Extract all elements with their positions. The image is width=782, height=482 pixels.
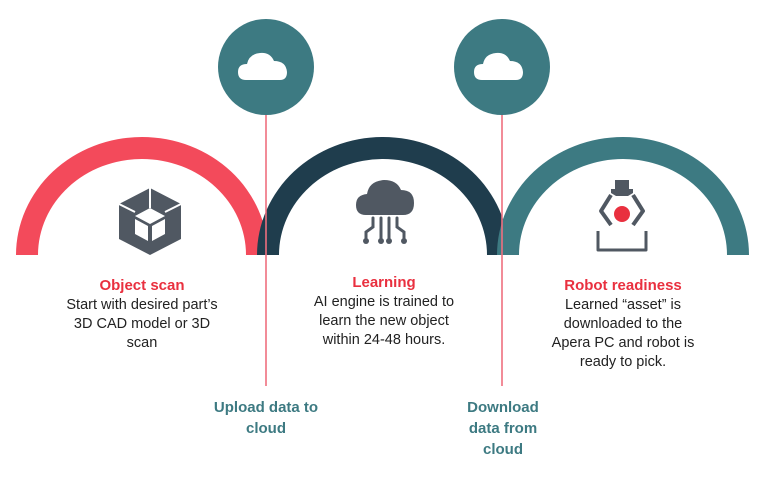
cloud-icon — [218, 19, 314, 115]
arc-learning — [257, 137, 509, 255]
stage-description: Learned “asset” is downloaded to the Ape… — [551, 297, 695, 370]
cloud-circuit-icon — [356, 180, 414, 244]
arc-robot-readiness — [497, 137, 749, 255]
robot-gripper-icon — [596, 180, 648, 252]
arc-object-scan — [16, 137, 268, 255]
stage-title: Learning — [352, 274, 416, 291]
stage-robot-readiness: Robot readiness Learned “asset” is downl… — [523, 276, 723, 372]
stage-description: Start with desired part’s 3D CAD model o… — [66, 297, 218, 351]
stage-learning: Learning AI engine is trained to learn t… — [284, 273, 484, 350]
stage-object-scan: Object scan Start with desired part’s 3D… — [42, 276, 242, 353]
cloud-icon — [454, 19, 550, 115]
stage-title: Object scan — [99, 277, 185, 294]
stage-title: Robot readiness — [564, 277, 682, 294]
stage-description: AI engine is trained to learn the new ob… — [313, 294, 455, 348]
upload-label: Upload data to cloud — [213, 399, 319, 437]
download-label: Download data from cloud — [467, 399, 539, 458]
3d-cube-icon — [118, 188, 182, 255]
